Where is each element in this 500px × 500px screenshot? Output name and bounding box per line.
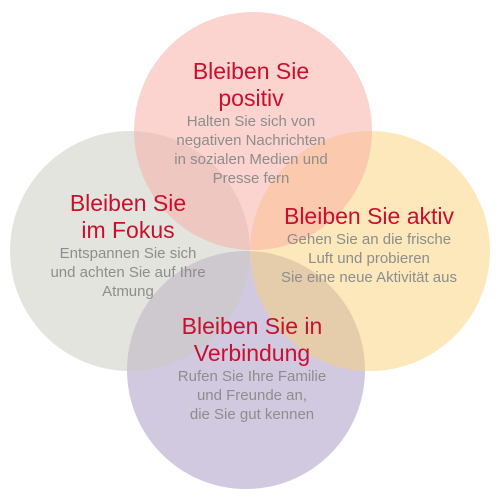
connection-body-line-1: Rufen Sie Ihre Familie — [177, 368, 327, 385]
positive-body-line-3: in sozialen Medien und — [174, 151, 328, 168]
connection-title-line-2: Verbindung — [193, 340, 311, 366]
active-text-block: Bleiben Sie aktiv Gehen Sie an die frisc… — [281, 203, 457, 287]
circle-positive — [134, 12, 372, 250]
active-body-line-2: Luft und probieren — [308, 250, 430, 267]
positive-body-line-4: Presse fern — [212, 170, 290, 187]
positive-body-line-2: negativen Nachrichten — [176, 132, 326, 149]
connection-body-line-3: die Sie gut kennen — [189, 406, 315, 423]
focus-title-line-2: im Fokus — [81, 217, 175, 243]
connection-body-line-2: und Freunde an, — [196, 387, 308, 404]
active-title-line-1: Bleiben Sie aktiv — [283, 203, 455, 229]
positive-text-block: Bleiben Sie positiv Halten Sie sich von … — [174, 58, 327, 188]
positive-title-line-1: Bleiben Sie — [192, 58, 310, 84]
active-body-line-3: Sie eine neue Aktivität aus — [281, 269, 457, 286]
focus-body-line-1: Entspannen Sie sich — [59, 245, 197, 262]
focus-title-line-1: Bleiben Sie — [69, 190, 187, 216]
active-body-line-1: Gehen Sie an die frische — [286, 231, 452, 248]
positive-title-line-2: positiv — [218, 85, 284, 111]
focus-text-block: Bleiben Sie im Fokus Entspannen Sie sich… — [50, 190, 205, 301]
connection-text-block: Bleiben Sie in Verbindung Rufen Sie Ihre… — [178, 313, 326, 424]
positive-body-line-1: Halten Sie sich von — [186, 113, 316, 130]
focus-body-line-2: und achten Sie auf Ihre — [50, 264, 206, 281]
connection-title-line-1: Bleiben Sie in — [181, 313, 323, 339]
focus-body-line-3: Atmung — [102, 283, 154, 300]
